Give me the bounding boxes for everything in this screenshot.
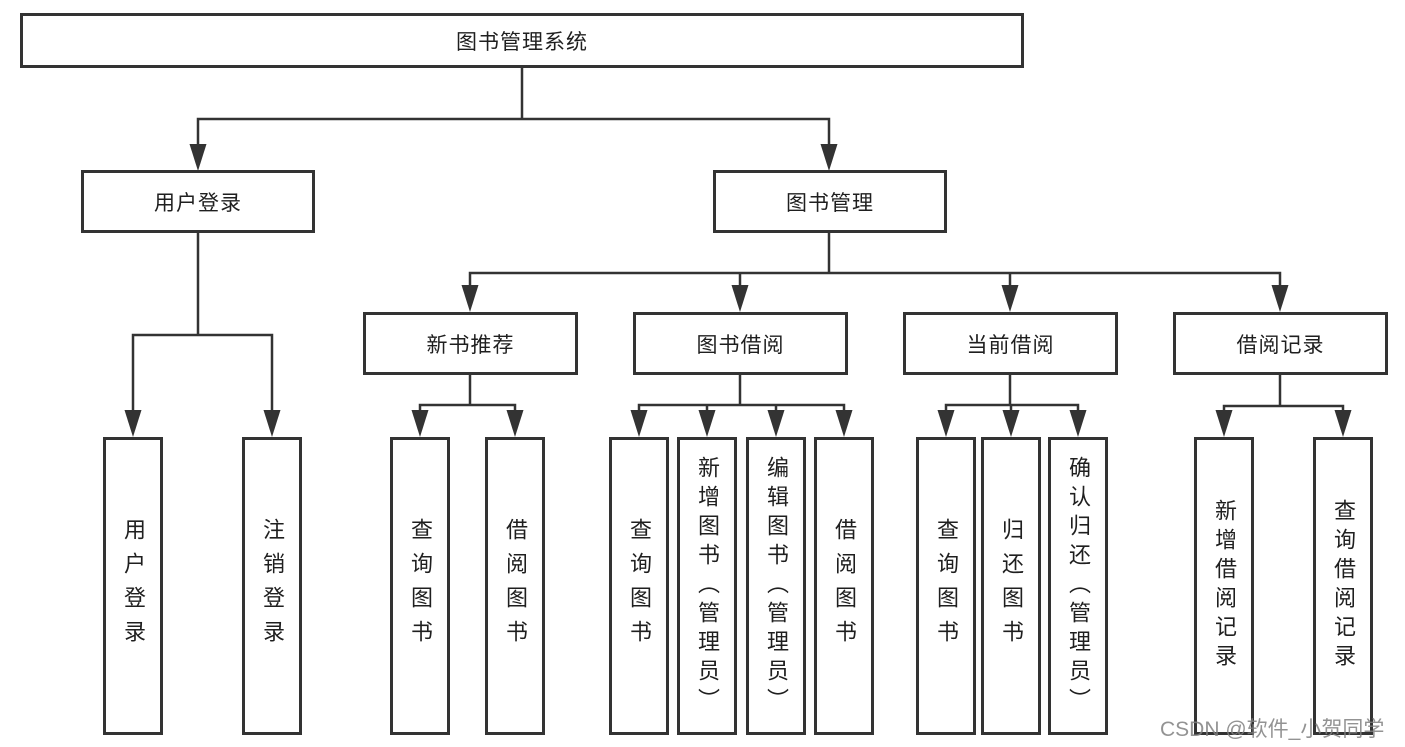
arrowheads [124,144,1352,437]
connector-new-book-branch [418,373,517,418]
arrowhead-icon [1334,410,1352,437]
leaf-edit-books-admin: 编辑图书（管理员） [746,437,806,735]
arrowhead-icon [1069,410,1087,437]
arrowhead-icon [1215,410,1233,437]
connector-current-borrow-branch [944,373,1080,418]
connector-book-management-branch [468,231,1282,293]
leaf-query-borrow-record: 查询借阅记录 [1313,437,1373,735]
arrowhead-icon [731,285,749,312]
leaf-user-login: 用户登录 [103,437,163,735]
arrowhead-icon [767,410,785,437]
arrowhead-icon [1271,285,1289,312]
arrowhead-icon [698,410,716,437]
arrowhead-icon [263,410,281,437]
node-library-management-system: 图书管理系统 [20,13,1024,68]
leaf-add-borrow-record: 新增借阅记录 [1194,437,1254,735]
arrowhead-icon [835,410,853,437]
leaf-borrow-books: 借阅图书 [814,437,874,735]
leaf-add-books-admin: 新增图书（管理员） [677,437,737,735]
arrowhead-icon [506,410,524,437]
leaf-query-books-current: 查询图书 [916,437,976,735]
leaf-confirm-return-admin: 确认归还（管理员） [1048,437,1108,735]
arrowhead-icon [1001,285,1019,312]
arrowhead-icon [124,410,142,437]
arrowhead-icon [820,144,838,171]
node-book-borrowing: 图书借阅 [633,312,848,375]
csdn-watermark: CSDN @软件_小贺同学 [1160,718,1385,741]
leaf-return-books: 归还图书 [981,437,1041,735]
leaf-borrow-books-recommend: 借阅图书 [485,437,545,735]
connector-user-login-branch [131,231,274,418]
connector-book-borrow-branch [637,373,846,418]
arrowhead-icon [1002,410,1020,437]
connector-root-to-level2 [196,66,831,152]
node-book-management: 图书管理 [713,170,947,233]
arrowhead-icon [461,285,479,312]
node-current-borrowing: 当前借阅 [903,312,1118,375]
arrowhead-icon [411,410,429,437]
leaf-query-books-borrow: 查询图书 [609,437,669,735]
node-borrowing-records: 借阅记录 [1173,312,1388,375]
arrowhead-icon [189,144,207,171]
node-new-book-recommendation: 新书推荐 [363,312,578,375]
arrowhead-icon [937,410,955,437]
leaf-query-books-recommend: 查询图书 [390,437,450,735]
leaf-logout: 注销登录 [242,437,302,735]
arrowhead-icon [630,410,648,437]
node-user-login: 用户登录 [81,170,315,233]
connector-borrow-record-branch [1222,373,1345,418]
